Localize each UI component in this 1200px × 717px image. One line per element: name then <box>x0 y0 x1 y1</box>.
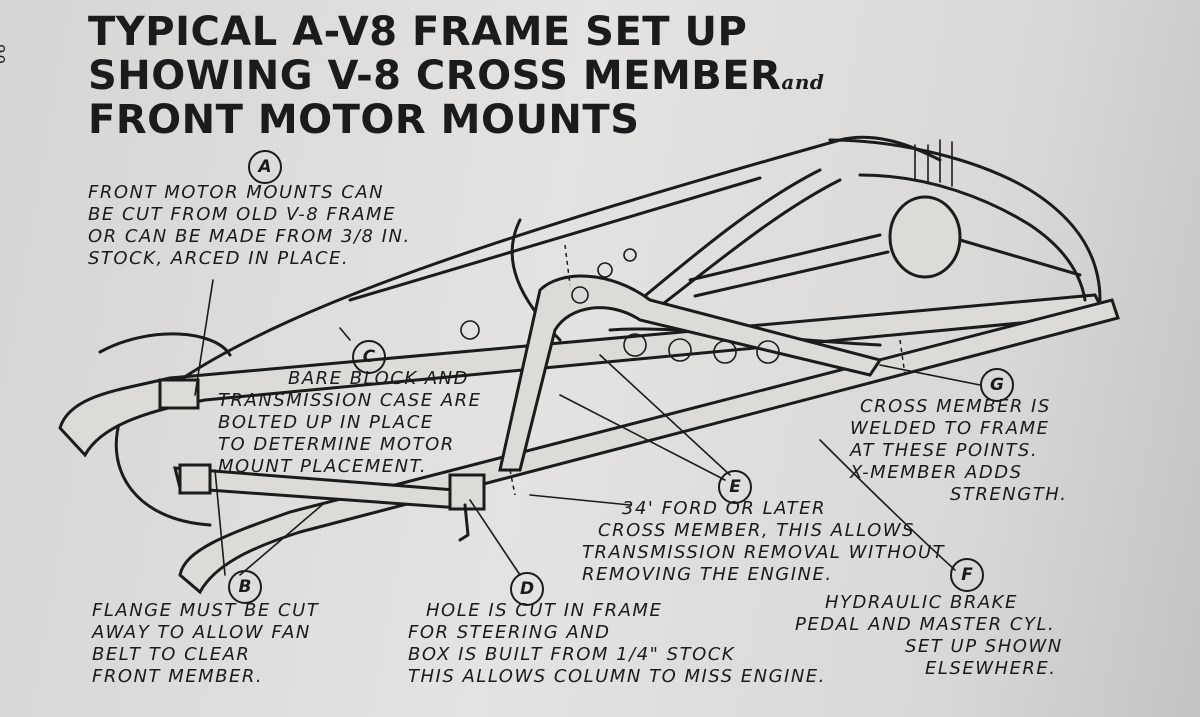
lightening-hole-2 <box>668 338 692 362</box>
lightening-hole-7 <box>597 262 613 278</box>
rear-kickup-inner <box>858 173 1087 302</box>
note-brake-line: HYDRAULIC BRAKE <box>825 592 1018 613</box>
right-motor-mount <box>448 473 486 511</box>
lightening-hole-8 <box>623 248 637 262</box>
v8-cross-member <box>498 274 883 472</box>
lightening-hole-3 <box>713 340 737 364</box>
note-d-steering: HOLE IS CUT in FRAME FOR STEERING and BO… <box>408 600 826 688</box>
note-a-line: OR CAN BE MADE FROM 3/8 IN. <box>88 226 411 247</box>
right-frame-rail <box>178 298 1120 595</box>
leader-line-d <box>469 499 521 576</box>
leader-line-b <box>214 469 226 576</box>
rear-axle-housing <box>888 195 962 279</box>
note-g-line: X-MEMBER ADDS <box>850 462 1023 483</box>
callout-g: G <box>980 368 1014 402</box>
callout-d: D <box>510 572 544 606</box>
lightening-hole-6 <box>571 286 589 304</box>
note-g-line: CROSS MEMBER IS <box>860 396 1051 417</box>
leader-line-b2 <box>239 504 323 576</box>
weld-point-1 <box>564 244 571 286</box>
leader-line-e2 <box>559 394 726 481</box>
left-motor-mount <box>158 378 200 410</box>
lightening-hole-1 <box>623 333 647 357</box>
rear-kickup <box>828 138 1102 302</box>
upper-body-rail-inner <box>348 176 762 302</box>
callout-f: F <box>950 558 984 592</box>
callout-c: C <box>352 340 386 374</box>
leader-line-crossmember <box>529 494 631 506</box>
note-e-line: REMOVING THE ENGINE. <box>582 564 833 585</box>
leader-line-c <box>339 327 351 341</box>
x-member-2 <box>653 178 842 312</box>
lightening-hole-4 <box>756 340 780 364</box>
callout-a: A <box>248 150 282 184</box>
center-mount-block <box>178 463 212 495</box>
title-line-2-suffix: and <box>781 70 825 94</box>
note-g-line: AT THESE POINTS. <box>850 440 1039 461</box>
note-b-line: FLANGE MUST BE CUT <box>92 600 320 621</box>
note-e-line: TRANSMISSION REMOVAL WITHOUT <box>582 542 946 563</box>
note-brake-line: SET UP SHOWN <box>905 636 1063 657</box>
x-member-1 <box>638 168 822 302</box>
callout-b: B <box>228 570 262 604</box>
note-c-line: BOLTED UP IN PLACE <box>218 412 434 433</box>
note-b-flange: FLANGE MUST BE CUT AWAY TO ALLOW FAN BEL… <box>92 600 319 688</box>
note-d-line: BOX IS BUILT FROM 1/4" STOCK <box>408 644 736 665</box>
title-line-1: TYPICAL A-V8 FRAME SET UP <box>88 9 748 55</box>
title-line-3: FRONT MOTOR MOUNTS <box>88 97 640 143</box>
note-brake-line: PEDAL and MASTER CYL. <box>795 614 1056 635</box>
note-g-line: WELDED TO FRAME <box>850 418 1050 439</box>
note-d-line: HOLE IS CUT in FRAME <box>426 600 663 621</box>
note-g-cross-member: CROSS MEMBER IS WELDED TO FRAME AT THESE… <box>850 396 1067 506</box>
leader-line-g <box>879 364 981 386</box>
note-c-bare-block: BARE BLOCK and TRANSMISSION CASE ARE BOL… <box>218 368 482 478</box>
rear-axle <box>958 238 1082 277</box>
note-brake: HYDRAULIC BRAKE PEDAL and MASTER CYL. SE… <box>795 592 1063 680</box>
note-b-line: BELT TO CLEAR <box>92 644 251 665</box>
fan-blade-outline <box>98 332 232 357</box>
note-a-line: BE CUT FROM OLD V-8 FRAME <box>88 204 396 225</box>
note-b-line: FRONT MEMBER. <box>92 666 264 687</box>
note-e-line: 34' FORD OR LATER <box>622 498 826 519</box>
lightening-hole-5 <box>460 320 480 340</box>
leader-line-a <box>194 279 214 396</box>
callout-e: E <box>718 470 752 504</box>
torque-tube <box>688 233 882 282</box>
title-line-2-text: SHOWING V-8 CROSS MEMBER <box>88 53 782 99</box>
note-a-motor-mounts: FRONT MOTOR MOUNTS CAN BE CUT FROM OLD V… <box>88 182 411 270</box>
note-c-line: BARE BLOCK and <box>288 368 469 389</box>
torque-tube-lower <box>693 250 890 298</box>
note-c-line: TO DETERMINE MOTOR <box>218 434 455 455</box>
fan-blade-lower <box>114 418 212 527</box>
weld-point-2 <box>899 339 906 376</box>
note-brake-line: ELSEWHERE. <box>925 658 1057 679</box>
note-g-line: STRENGTH. <box>950 484 1068 505</box>
note-c-line: MOUNT PLACEMENT. <box>218 456 428 477</box>
note-a-line: FRONT MOTOR MOUNTS CAN <box>88 182 385 203</box>
note-d-line: FOR STEERING and <box>408 622 611 643</box>
note-c-line: TRANSMISSION CASE ARE <box>218 390 482 411</box>
leader-line-f <box>819 439 956 571</box>
note-e-line: CROSS MEMBER, THIS ALLOWS <box>598 520 915 541</box>
note-d-line: THIS ALLOWS COLUMN TO MISS ENGINE. <box>408 666 826 687</box>
title-line-2: SHOWING V-8 CROSS MEMBERand <box>88 54 824 104</box>
upper-body-rail <box>178 135 942 382</box>
leader-line-e <box>599 354 731 476</box>
note-e-ford-cross-member: 34' FORD OR LATER CROSS MEMBER, THIS ALL… <box>582 498 945 586</box>
rear-spring-hanger-1 <box>914 144 929 184</box>
steering-arm <box>458 503 470 542</box>
rear-spring-hanger-2 <box>939 139 953 187</box>
note-a-line: STOCK, ARCED in PLACE. <box>88 248 350 269</box>
note-b-line: AWAY TO ALLOW FAN <box>92 622 311 643</box>
